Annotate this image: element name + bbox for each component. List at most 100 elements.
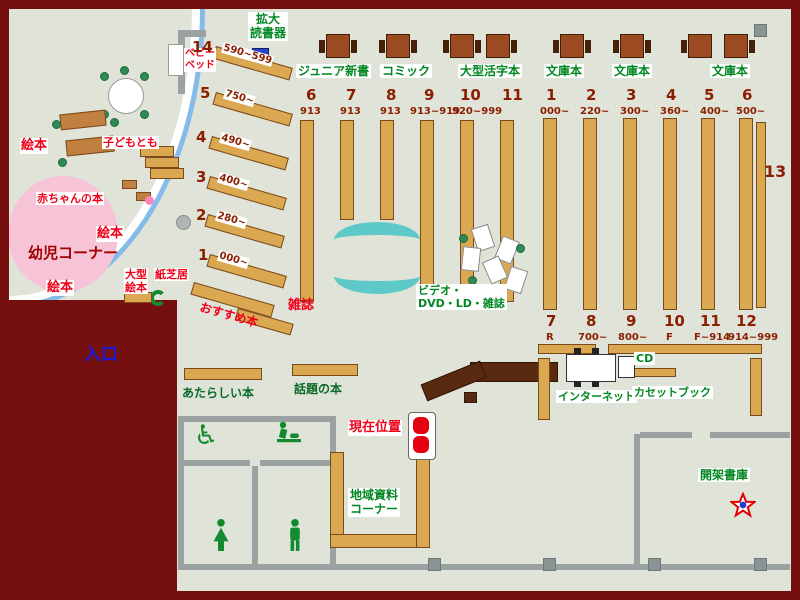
chair [319, 40, 325, 53]
shelf-range: 500~ [736, 106, 766, 117]
story-steps [145, 157, 179, 168]
star-icon [728, 491, 758, 522]
ehon-label: 絵本 [20, 138, 49, 154]
baby-bed-line1: ベビー [185, 48, 215, 59]
baby-change-icon [274, 420, 304, 452]
bookshelf-v [538, 358, 550, 420]
kamishibai-label: 紙芝居 [154, 268, 189, 282]
magnifier-line1: 拡大 [256, 12, 281, 26]
stacks-wall [640, 432, 692, 438]
shelf-number: 3 [626, 86, 637, 104]
new-books-label: あたらしい本 [182, 386, 255, 400]
seat-dot [120, 66, 129, 75]
seat-dot [110, 118, 119, 127]
chair [681, 40, 687, 53]
seat-dot [52, 120, 61, 129]
stacks-wall [634, 434, 640, 564]
chair [379, 40, 385, 53]
section-label-comic: コミック [380, 64, 433, 79]
bottom-wall [178, 564, 428, 570]
baby-books-label: 赤ちゃんの本 [36, 192, 104, 206]
pillar [428, 558, 441, 571]
bookshelf [663, 118, 677, 310]
topic-books-shelf [292, 364, 358, 376]
current-location-label: 現在位置 [348, 420, 403, 436]
shelf-number: 1 [546, 86, 557, 104]
magazine-rack-arc [334, 258, 420, 294]
topic-books-label: 話題の本 [294, 382, 343, 396]
shelf-number: 9 [424, 86, 435, 104]
pink-stool [145, 196, 154, 205]
seat-dot [58, 158, 67, 167]
reading-table [724, 34, 748, 58]
toilet-wall [260, 460, 336, 466]
entrance-block [9, 300, 177, 592]
shelf-number: 8 [586, 312, 597, 330]
internet-label: インターネット [556, 390, 637, 404]
new-books-shelf [184, 368, 262, 380]
round-table [108, 78, 144, 114]
shelf-number: 5 [200, 84, 211, 102]
shelf-number: 9 [626, 312, 637, 330]
shelf-range: 300~ [620, 106, 650, 117]
bookshelf [460, 120, 474, 302]
bottom-wall [767, 564, 790, 570]
shelf-number: 4 [666, 86, 677, 104]
bookshelf-h [538, 344, 596, 354]
toilet-wall [178, 416, 184, 570]
shelf-number: 8 [386, 86, 397, 104]
magazine-rack-arc [334, 222, 420, 258]
women-toilet-icon [210, 518, 232, 556]
shelf-number: 2 [586, 86, 597, 104]
chair [553, 40, 559, 53]
service-counter [464, 392, 477, 403]
seat-dot [140, 110, 149, 119]
local-materials-shelf [416, 452, 430, 548]
seat-dot [140, 72, 149, 81]
shelf-range: 913 [300, 106, 321, 117]
magnifier-label: 拡大 読書器 [248, 12, 289, 41]
toilet-wall [178, 416, 336, 422]
shelf-range: R [546, 332, 554, 343]
large-ehon-line1: 大型 [125, 268, 147, 281]
open-stacks-label: 開架書庫 [698, 468, 751, 483]
shelf-number: 11 [502, 86, 523, 104]
shelf-number: 6 [306, 86, 317, 104]
wheelchair-icon: ♿ [194, 420, 219, 451]
shelf-number: 10 [460, 86, 481, 104]
toddler-corner-label: 幼児コーナー [28, 244, 119, 262]
shelf-number: 1 [198, 246, 209, 264]
cassette-books-label: カセットブック [632, 386, 713, 400]
bookshelf [739, 118, 753, 310]
toilet-wall [178, 460, 250, 466]
kodomotomo-label: 子どもとも [102, 136, 159, 150]
av-corner-label: ビデオ・ DVD・LD・雑誌 [416, 284, 507, 311]
av-corner-line1: ビデオ・ [418, 284, 462, 297]
baby-bed-line2: ベッド [185, 60, 215, 71]
shelf-range: F [666, 332, 673, 343]
shelf-range: 360~ [660, 106, 690, 117]
chair [475, 40, 481, 53]
shelf-range: 914~999 [728, 332, 779, 343]
chair [613, 40, 619, 53]
local-materials-label: 地域資料 コーナー [348, 488, 401, 517]
ehon-label: 絵本 [96, 226, 125, 242]
section-label-bunko2: 文庫本 [612, 64, 653, 79]
chair [574, 348, 581, 354]
chair [592, 381, 599, 387]
shelf-number: 12 [736, 312, 757, 330]
shelf-number: 11 [700, 312, 721, 330]
section-label-largeprint: 大型活字本 [458, 64, 523, 79]
seat-dot [459, 234, 468, 243]
chair [645, 40, 651, 53]
shelf-number: 7 [346, 86, 357, 104]
shelf-range: 913~919 [410, 106, 461, 117]
reading-table [560, 34, 584, 58]
chair [443, 40, 449, 53]
av-seat [460, 246, 482, 272]
men-toilet-icon [284, 518, 306, 556]
shelf-number: 6 [742, 86, 753, 104]
chair [351, 40, 357, 53]
shelf-range: 700~ [578, 332, 608, 343]
shelf-number-13: 13 [764, 162, 787, 181]
